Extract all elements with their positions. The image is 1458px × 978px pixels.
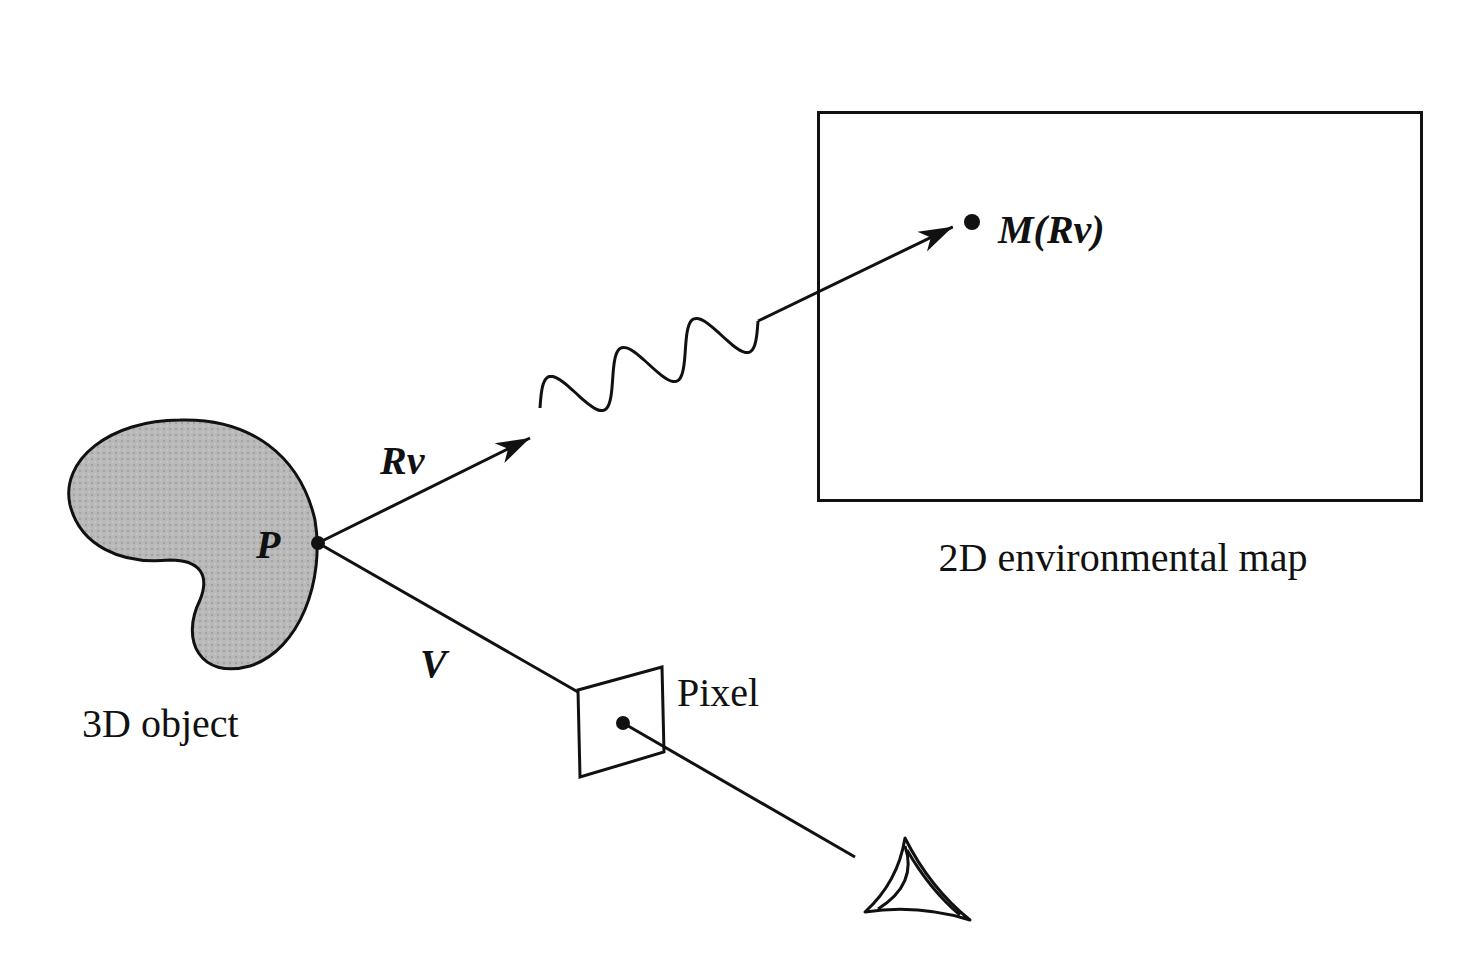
sight-line <box>623 723 855 857</box>
vector-label: Rv <box>378 437 426 484</box>
object-shape: P3D object <box>60 415 325 675</box>
vector-label: V <box>418 640 449 687</box>
pixel-center <box>616 716 630 730</box>
pixel-square <box>578 667 664 777</box>
eye-symbol <box>865 838 970 920</box>
eye-outline <box>865 838 970 920</box>
surface-point <box>311 536 325 550</box>
arrowhead <box>495 438 530 463</box>
object-caption: 3D object <box>82 700 239 747</box>
pixel-box: Pixel <box>575 663 668 781</box>
pixel-label: Pixel <box>677 669 759 716</box>
arrowhead <box>917 227 952 252</box>
map-caption: 2D environmental map <box>820 534 1426 581</box>
wavy-segment <box>540 318 758 410</box>
view-segment <box>318 543 578 692</box>
ray-segment <box>758 227 953 321</box>
view-line <box>318 543 578 692</box>
object-shape-outline <box>60 415 325 675</box>
pixel-box-outline <box>575 663 668 781</box>
map-box: M(Rv)2D environmental map <box>817 111 1423 502</box>
object-blob <box>69 420 317 669</box>
eye-lid <box>907 850 960 915</box>
reflection-arrow <box>318 227 953 543</box>
eye-lid <box>878 846 908 909</box>
ray-segment <box>318 438 530 543</box>
point-label: P <box>256 521 280 568</box>
map-point-label: M(Rv) <box>998 206 1105 253</box>
map-point <box>964 214 980 230</box>
map-box-outline <box>817 111 1423 502</box>
